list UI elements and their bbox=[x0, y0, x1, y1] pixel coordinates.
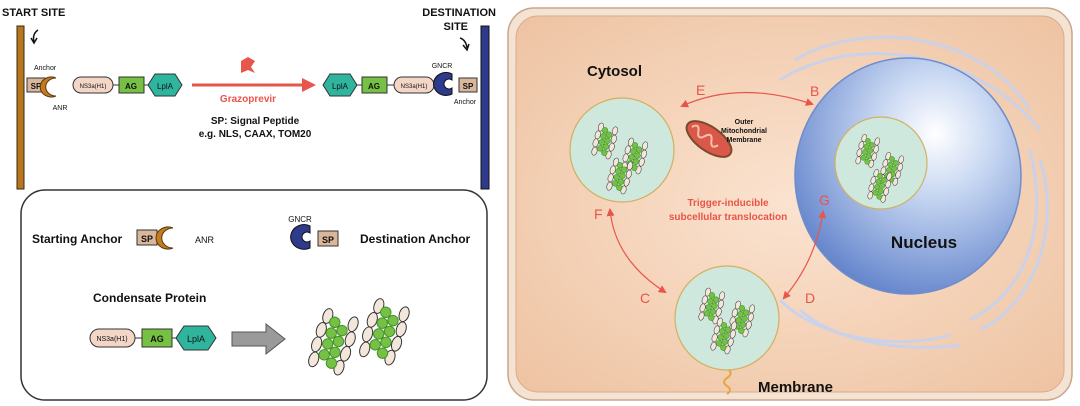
gray-arrow-icon bbox=[231, 322, 286, 356]
destination-site-label-2: SITE bbox=[444, 21, 468, 33]
arrow-cytosol-nucleus bbox=[680, 91, 814, 108]
ag-label-left: AG bbox=[125, 82, 137, 91]
legend-gncr-shape bbox=[290, 224, 311, 250]
sp-note-line2: e.g. NLS, CAAX, TOM20 bbox=[199, 129, 312, 140]
legend-ag-label: AG bbox=[150, 334, 164, 344]
cytosol-label: Cytosol bbox=[587, 63, 642, 80]
legend-sp-label-2: SP bbox=[322, 235, 334, 245]
gncr-shape-right bbox=[433, 72, 453, 96]
mito-label-1: Outer bbox=[735, 119, 754, 126]
sp-note-line1: SP: Signal Peptide bbox=[211, 116, 300, 127]
anr-label-left: ANR bbox=[53, 105, 68, 112]
lpla-label-left: LplA bbox=[157, 82, 174, 91]
legend-sp-label: SP bbox=[141, 234, 153, 244]
sp-label-left: SP bbox=[31, 82, 42, 91]
label-f: F bbox=[594, 206, 603, 222]
destination-site-post bbox=[480, 25, 490, 190]
starting-anchor-label: Starting Anchor bbox=[32, 232, 123, 246]
condensate-stack bbox=[308, 308, 359, 376]
legend-box bbox=[20, 189, 488, 401]
condensate-stack bbox=[710, 317, 737, 355]
sp-label-right: SP bbox=[463, 82, 474, 91]
curved-arrow-dest-icon bbox=[459, 37, 468, 49]
label-e: E bbox=[696, 82, 705, 98]
legend-gncr-label: GNCR bbox=[288, 215, 312, 224]
destination-anchor-label: Destination Anchor bbox=[360, 232, 471, 246]
anchor-right-label: Anchor bbox=[454, 99, 477, 106]
legend-lpla-hex bbox=[175, 325, 217, 351]
grazoprevir-icon bbox=[241, 57, 255, 73]
drug-label: Grazoprevir bbox=[220, 94, 276, 105]
label-g: G bbox=[819, 192, 830, 208]
legend-lpla-label: LplA bbox=[187, 334, 205, 344]
label-d: D bbox=[805, 290, 815, 306]
membrane-label: Membrane bbox=[758, 379, 833, 396]
condensate-stack bbox=[606, 157, 633, 195]
start-site-label: START SITE bbox=[2, 7, 65, 19]
condensate-stack bbox=[591, 122, 618, 160]
gncr-label-right: GNCR bbox=[432, 63, 453, 70]
mito-label-3: Membrane bbox=[726, 137, 761, 144]
condensate-protein-clusters bbox=[591, 122, 904, 355]
destination-site-label-1: DESTINATION bbox=[422, 7, 496, 19]
condensate-stack bbox=[698, 287, 725, 325]
label-c: C bbox=[640, 290, 650, 306]
lpla-hex-right bbox=[322, 73, 358, 97]
condensate-stack bbox=[728, 300, 755, 338]
curved-arrow-icon bbox=[32, 29, 39, 43]
sp-box-right bbox=[458, 77, 478, 93]
mitochondrion-icon bbox=[685, 120, 733, 158]
construct-panel: START SITE Anchor SP ANR NS3a(H1) AG Lpl… bbox=[2, 7, 496, 190]
legend-sp-box-2 bbox=[317, 230, 339, 247]
anchor-left-label: Anchor bbox=[34, 65, 57, 72]
legend-anr-label: ANR bbox=[195, 235, 215, 245]
ag-label-right: AG bbox=[368, 82, 380, 91]
condensate-membrane bbox=[674, 265, 780, 371]
nucleus-label: Nucleus bbox=[891, 233, 957, 252]
condensate-stack bbox=[855, 134, 880, 168]
arrow-head-icon bbox=[30, 37, 38, 45]
trigger-label-1: Trigger-inducible bbox=[687, 198, 769, 209]
ns3a-label-left: NS3a(H1) bbox=[80, 84, 107, 90]
legend-ns3a-label: NS3a(H1) bbox=[96, 336, 127, 343]
condensate-cytosol bbox=[569, 97, 675, 203]
lpla-hex-left bbox=[147, 73, 183, 97]
ns3a-label-right: NS3a(H1) bbox=[401, 84, 428, 90]
condensate-stack bbox=[359, 298, 410, 366]
lpla-label-right: LplA bbox=[332, 82, 349, 91]
cell-panel: Nucleus Outer Mitochondrial Membrane E B… bbox=[507, 7, 1073, 401]
anr-shape-left bbox=[39, 76, 57, 98]
membrane-tether-icon bbox=[723, 369, 732, 395]
mito-label-2: Mitochondrial bbox=[721, 128, 767, 135]
label-b: B bbox=[810, 83, 819, 99]
reaction-arrowhead bbox=[302, 78, 316, 92]
start-site-post bbox=[16, 25, 25, 190]
condensate-stack bbox=[867, 169, 892, 203]
trigger-label-2: subcellular translocation bbox=[669, 212, 787, 223]
condensate-protein-label: Condensate Protein bbox=[93, 291, 206, 305]
arrow-head-dest-icon bbox=[462, 43, 470, 52]
legend-condensate-cluster bbox=[308, 298, 410, 376]
legend-panel: Starting Anchor SP ANR GNCR SP Destinati… bbox=[20, 189, 488, 401]
arrow-cytosol-membrane bbox=[606, 208, 667, 294]
er-membranes bbox=[778, 35, 1049, 349]
condensate-stack bbox=[621, 137, 648, 175]
legend-anr-shape bbox=[155, 226, 174, 250]
condensate-nucleus bbox=[834, 116, 928, 210]
arrow-nucleus-membrane bbox=[782, 210, 827, 300]
